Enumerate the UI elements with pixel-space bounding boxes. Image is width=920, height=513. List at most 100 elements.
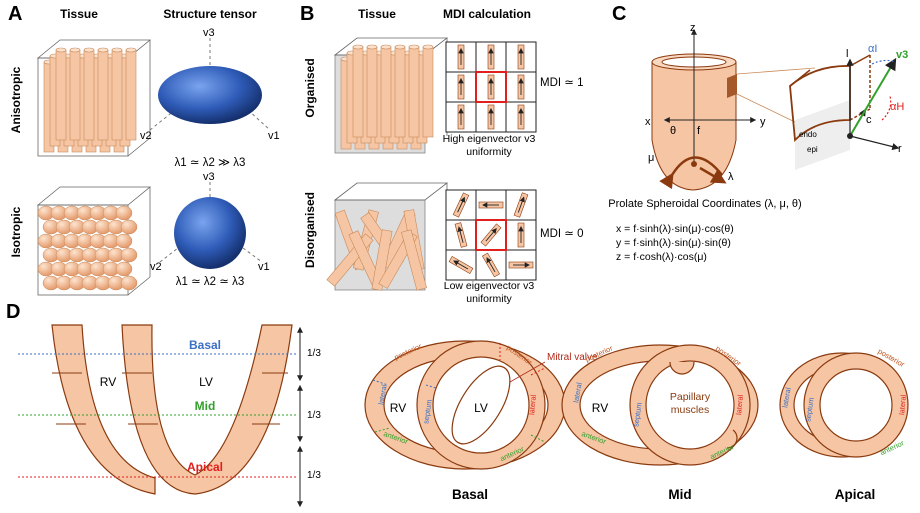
apical-lateral: lateral: [897, 394, 908, 415]
epi-label: epi: [807, 145, 818, 154]
rv-label-long-axis: RV: [100, 375, 116, 389]
third-label-1: 1/3: [307, 348, 321, 359]
apical-section-title: Apical: [835, 487, 876, 502]
eigenvector-arrow: [453, 260, 469, 270]
mid-short-axis-section: [561, 344, 759, 466]
fiber-end: [97, 47, 109, 53]
fiber: [55, 49, 67, 141]
axis-y: y: [760, 116, 766, 128]
panel-b-col-tissue: Tissue: [358, 7, 396, 21]
mdi-value-disorganised: MDI ≃ 0: [540, 228, 584, 240]
caption-disorganised-line1: Low eigenvector v3: [444, 280, 535, 292]
fiber: [394, 46, 406, 138]
mid-section-title: Mid: [668, 487, 691, 502]
isotropic-tensor-sphere: [159, 182, 263, 269]
eigenvector-arrow: [486, 257, 496, 273]
isotropic-tissue-cube: [36, 186, 152, 296]
mid-rv-lateral: lateral: [571, 381, 583, 403]
fiber: [97, 49, 109, 141]
r-axis-label: r: [898, 143, 902, 155]
panel-c-letter: C: [612, 3, 626, 25]
panel-a-row-anisotropic: Anisotropic: [9, 66, 23, 133]
panel-d-letter: D: [6, 301, 20, 323]
lv-label-long-axis: LV: [199, 375, 213, 389]
organised-tissue-cube: [333, 37, 449, 154]
prolate-eq-x: x = f·sinh(λ)·sin(μ)·cos(θ): [616, 223, 734, 235]
caption-disorganised-line2: uniformity: [466, 293, 512, 305]
mdi-value-organised: MDI ≃ 1: [540, 77, 584, 89]
spherical-cell: [120, 219, 138, 235]
v2-label-a-bottom: v2: [150, 261, 162, 273]
prolate-heart-shape: [651, 28, 816, 191]
fiber-end: [125, 47, 137, 53]
panel-b-row-disorganised: Disorganised: [303, 192, 317, 268]
panel-b-col-mdi: MDI calculation: [443, 7, 531, 21]
basal-section-title: Basal: [452, 487, 488, 502]
v3-label-a-bottom: v3: [203, 171, 215, 183]
mdi-grid-organised: [445, 41, 537, 133]
c-axis-label: c: [866, 114, 872, 126]
center-voxel-highlight: [475, 71, 507, 103]
anisotropic-tissue-cube: [36, 39, 152, 157]
prolate-eq-y: y = f·sinh(λ)·sin(μ)·sin(θ): [616, 237, 731, 249]
fiber-end: [69, 47, 81, 53]
eigenvalue-eq-isotropic: λ1 ≃ λ2 ≃ λ3: [176, 276, 245, 288]
third-label-3: 1/3: [307, 470, 321, 481]
fiber: [69, 49, 81, 141]
eigenvector-arrow: [457, 196, 466, 213]
mid-lateral: lateral: [734, 394, 745, 415]
alpha-i-label: αI: [868, 43, 877, 55]
caption-organised-line1: High eigenvector v3: [443, 133, 536, 145]
panel-a-letter: A: [8, 3, 22, 25]
mid-level-label: Mid: [195, 399, 216, 413]
fiber-end: [380, 44, 392, 50]
apical-rv-lateral: lateral: [780, 386, 792, 408]
fiber: [371, 229, 393, 291]
eigenvector-arrow: [485, 228, 497, 242]
panel-a-col-tensor: Structure tensor: [163, 7, 257, 21]
panel-a-col-tissue: Tissue: [60, 7, 98, 21]
fiber: [366, 46, 378, 138]
fiber-end: [55, 47, 67, 53]
basal-septum: septum: [421, 399, 433, 425]
local-fiber-coordinate-system: [789, 54, 900, 170]
mdi-grid-disorganised: [445, 189, 537, 281]
l-axis-label: l: [846, 48, 848, 60]
caption-organised-line2: uniformity: [466, 146, 512, 158]
spherical-cell: [115, 233, 133, 249]
spherical-cell: [120, 275, 138, 291]
fiber: [380, 46, 392, 138]
v1-label-a-top: v1: [268, 130, 280, 142]
fiber-end: [422, 44, 434, 50]
third-label-2: 1/3: [307, 410, 321, 421]
v3-label-c: v3: [896, 49, 908, 61]
rv-label-basal: RV: [390, 401, 406, 415]
lv-label-basal: LV: [474, 401, 488, 415]
axis-x: x: [645, 116, 651, 128]
panel-b-row-organised: Organised: [303, 58, 317, 117]
fiber-end: [394, 44, 406, 50]
panel-a-row-isotropic: Isotropic: [9, 206, 23, 257]
prolate-eq-z: z = f·cosh(λ)·cos(μ): [616, 251, 707, 263]
endo-label: endo: [799, 130, 817, 139]
basal-short-axis-section: [364, 340, 566, 470]
lambda-label: λ: [728, 171, 734, 183]
prolate-title: Prolate Spheroidal Coordinates (λ, μ, θ): [608, 198, 801, 210]
fiber: [422, 46, 434, 138]
focal-f-label: f: [697, 125, 701, 137]
basal-lateral: lateral: [527, 394, 538, 415]
mitral-valve-label: Mitral valve: [547, 352, 598, 363]
fiber-end: [111, 47, 123, 53]
basal-rv-lateral: lateral: [376, 383, 388, 405]
fiber: [83, 49, 95, 141]
fiber-end: [83, 47, 95, 53]
mu-label: μ: [648, 152, 654, 164]
fiber-end: [408, 44, 420, 50]
axis-z: z: [690, 22, 696, 34]
fiber: [125, 49, 137, 141]
eigenvector-arrow: [517, 196, 525, 213]
v2-label-a-top: v2: [140, 130, 152, 142]
apical-septum: septum: [803, 397, 815, 423]
center-voxel-highlight: [475, 219, 507, 251]
